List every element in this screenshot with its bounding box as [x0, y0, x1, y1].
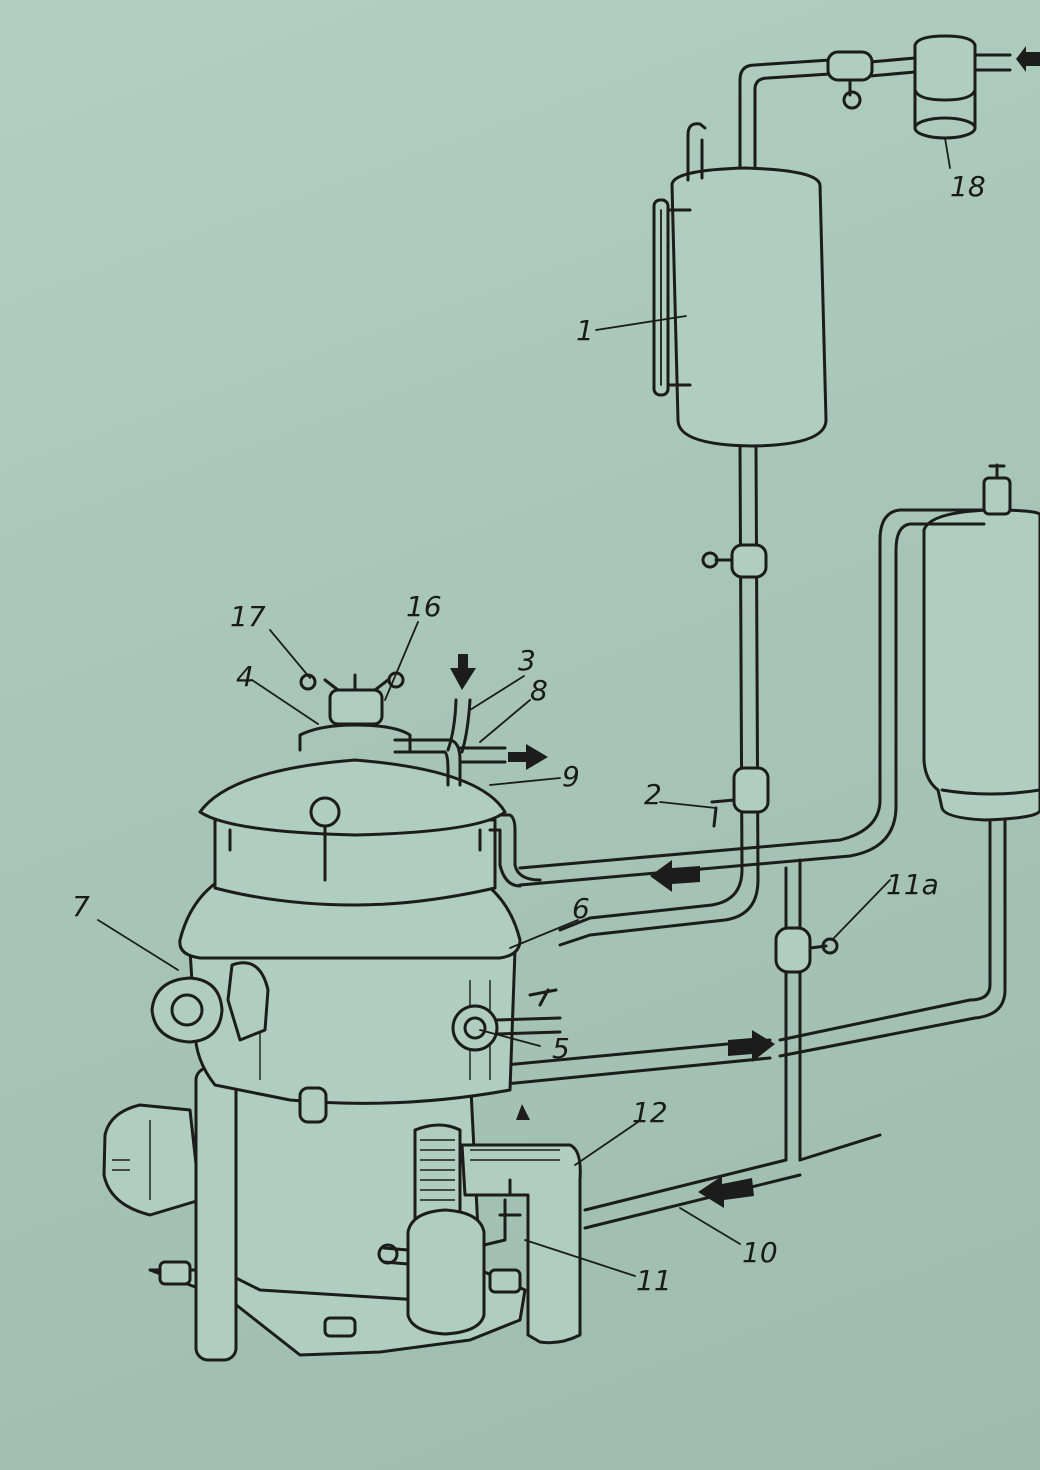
valve-tank1-upper	[701, 543, 768, 579]
pipe-right-tank-loop	[518, 508, 986, 887]
inlet-valve-top	[826, 50, 874, 110]
label-17: 17	[230, 600, 266, 633]
label-12: 12	[632, 1096, 668, 1129]
outlet-pipe-8	[458, 746, 507, 764]
label-9: 9	[562, 760, 580, 793]
label-6: 6	[572, 892, 590, 925]
valve-11a	[774, 926, 839, 974]
flow-arrow-left-upper	[650, 860, 700, 892]
label-1: 1	[576, 314, 594, 347]
label-3: 3	[518, 644, 536, 677]
label-5: 5	[552, 1032, 570, 1065]
inlet-pipe-top	[738, 53, 1012, 177]
label-4: 4	[236, 660, 254, 693]
label-11a: 11a	[886, 868, 939, 901]
flow-arrow-inlet-top	[1016, 46, 1040, 72]
label-11: 11	[636, 1264, 672, 1297]
filter-18	[913, 34, 977, 169]
tank-right	[922, 463, 1040, 822]
flow-arrow-outlet-8	[508, 744, 548, 770]
label-10: 10	[742, 1236, 778, 1269]
label-16: 16	[406, 590, 442, 623]
valve-2	[710, 766, 770, 828]
pipe-right-tank-down	[778, 818, 1007, 1058]
label-8: 8	[530, 674, 548, 707]
flow-arrow-right-middle	[728, 1030, 775, 1062]
separator-machine	[102, 671, 582, 1362]
label-7: 7	[72, 890, 90, 923]
tank-1	[652, 122, 828, 448]
label-18: 18	[950, 170, 986, 203]
flow-arrow-inlet-3	[450, 654, 476, 690]
bypass-pipe	[583, 858, 882, 1230]
inlet-pipe-3	[446, 698, 472, 754]
leader-lines	[97, 315, 891, 1277]
flow-arrow-left-lower	[698, 1176, 754, 1208]
flow-arrow-small	[516, 1104, 530, 1120]
tank1-outlet-pipe	[558, 444, 760, 947]
label-2: 2	[644, 778, 662, 811]
